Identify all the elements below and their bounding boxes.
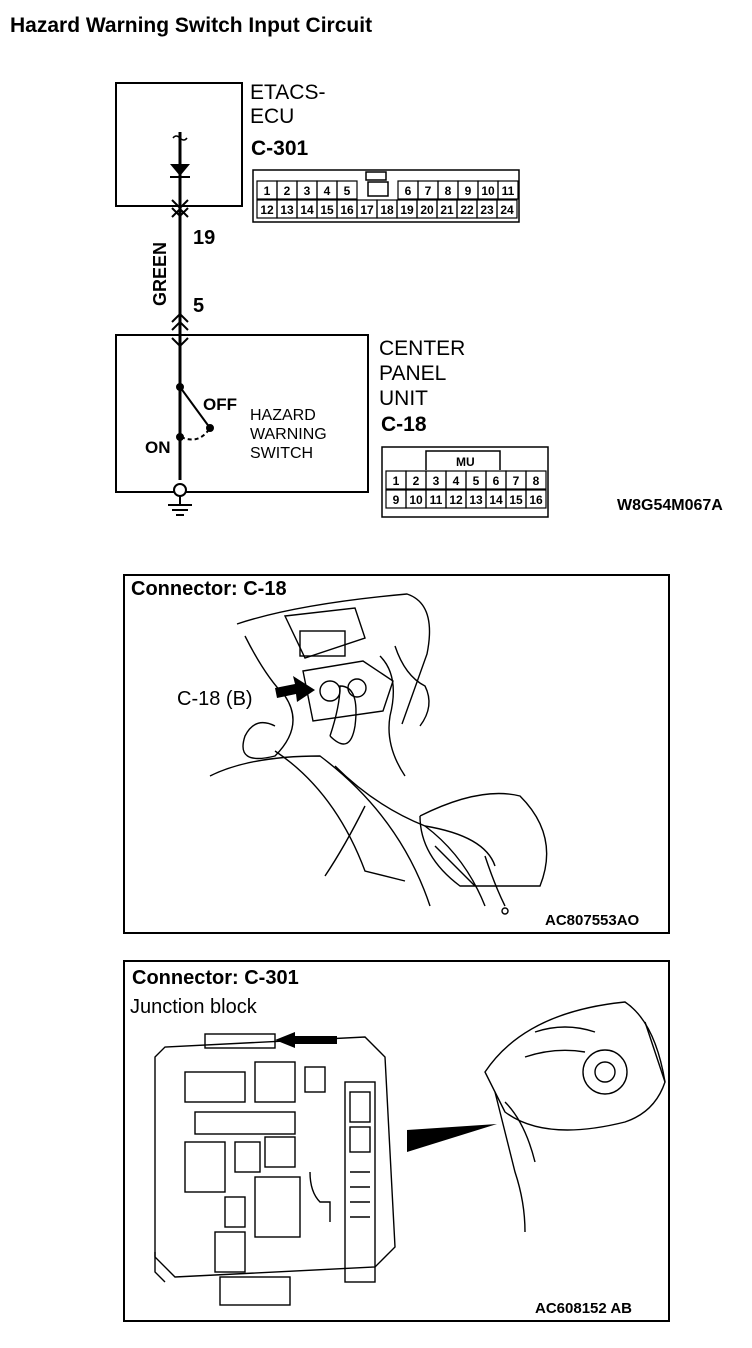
pin-cell xyxy=(525,489,547,509)
pin-number: 22 xyxy=(460,203,474,217)
pin-number: 17 xyxy=(360,203,374,217)
pin-cell xyxy=(336,180,358,200)
panel-name-line3: UNIT xyxy=(379,387,428,410)
pin-number: 10 xyxy=(409,493,423,507)
pin-number: 13 xyxy=(469,493,483,507)
pin-number: 16 xyxy=(340,203,354,217)
ecu-name-line1: ETACS- xyxy=(250,81,325,104)
panel-connector-face xyxy=(381,446,549,518)
pin-number: 6 xyxy=(493,474,500,488)
panel-connector-tag: MU xyxy=(456,455,475,469)
pin-number: 24 xyxy=(500,203,514,217)
pin-number: 14 xyxy=(300,203,314,217)
pin-number: 3 xyxy=(433,474,440,488)
ecu-pin-number: 19 xyxy=(193,227,215,249)
pin-number: 13 xyxy=(280,203,294,217)
connector-c18-title: Connector: C-18 xyxy=(131,578,287,600)
pin-number: 1 xyxy=(393,474,400,488)
pin-number: 21 xyxy=(440,203,454,217)
pin-number: 15 xyxy=(509,493,523,507)
panel-pin-number: 5 xyxy=(193,295,204,317)
pin-number: 23 xyxy=(480,203,494,217)
pin-number: 5 xyxy=(473,474,480,488)
connector-c18-code: AC807553AO xyxy=(545,912,640,929)
pin-number: 10 xyxy=(481,184,495,198)
pin-number: 12 xyxy=(260,203,274,217)
connector-c301-code: AC608152 AB xyxy=(535,1300,632,1317)
connector-c301-panel: Connector: C-301 Junction block xyxy=(123,960,670,1322)
pin-number: 16 xyxy=(529,493,543,507)
pin-number: 5 xyxy=(344,184,351,198)
switch-on-label: ON xyxy=(145,438,171,457)
pin-cell xyxy=(497,180,519,200)
ground-terminal xyxy=(173,483,187,497)
ecu-connector-face xyxy=(252,169,520,223)
pin-number: 2 xyxy=(284,184,291,198)
ecu-name-line2: ECU xyxy=(250,105,294,128)
panel-name-line1: CENTER xyxy=(379,337,465,360)
diode-icon xyxy=(170,164,190,176)
panel-connector-label: C-18 xyxy=(381,413,427,436)
junction-block-illustration xyxy=(154,1001,666,1306)
page-title: Hazard Warning Switch Input Circuit xyxy=(10,14,373,37)
pin-cell xyxy=(496,199,518,219)
switch-blade xyxy=(179,386,211,429)
switch-off-label: OFF xyxy=(203,395,237,414)
pin-number: 8 xyxy=(445,184,452,198)
connector-chevron-5 xyxy=(171,312,189,323)
switch-name-line3: SWITCH xyxy=(250,445,313,462)
connector-c301-subtitle: Junction block xyxy=(130,996,257,1018)
arrow-icon xyxy=(275,1032,337,1048)
connector-c301-title: Connector: C-301 xyxy=(132,967,299,989)
pin-number: 6 xyxy=(405,184,412,198)
pin-number: 14 xyxy=(489,493,503,507)
pin-number: 2 xyxy=(413,474,420,488)
pointer-wedge-icon xyxy=(407,1124,497,1152)
pin-number: 4 xyxy=(453,474,460,488)
pin-number: 4 xyxy=(324,184,331,198)
pin-number: 7 xyxy=(425,184,432,198)
pin-number: 3 xyxy=(304,184,311,198)
panel-unit-box xyxy=(115,334,369,493)
pin-number: 12 xyxy=(449,493,463,507)
panel-name-line2: PANEL xyxy=(379,362,446,385)
switch-name-line2: WARNING xyxy=(250,426,327,443)
switch-name-line1: HAZARD xyxy=(250,407,316,424)
dashboard-illustration xyxy=(209,593,548,915)
pin-number: 8 xyxy=(533,474,540,488)
pin-number: 19 xyxy=(400,203,414,217)
pin-number: 9 xyxy=(393,493,400,507)
pin-number: 7 xyxy=(513,474,520,488)
connector-c18-callout: C-18 (B) xyxy=(177,688,253,710)
pin-cell xyxy=(525,470,547,490)
wire-color-label: GREEN xyxy=(150,242,170,306)
pin-number: 1 xyxy=(264,184,271,198)
pin-number: 11 xyxy=(502,184,515,198)
pin-number: 11 xyxy=(430,493,443,507)
pin-number: 20 xyxy=(420,203,434,217)
diagram-code: W8G54M067A xyxy=(617,497,723,514)
pin-number: 15 xyxy=(320,203,334,217)
pin-number: 9 xyxy=(465,184,472,198)
connector-c18-panel: Connector: C-18 C-18 (B) AC807553AO xyxy=(123,574,670,934)
ecu-connector-label: C-301 xyxy=(251,137,309,160)
pin-number: 18 xyxy=(380,203,394,217)
arrow-icon xyxy=(275,676,315,702)
